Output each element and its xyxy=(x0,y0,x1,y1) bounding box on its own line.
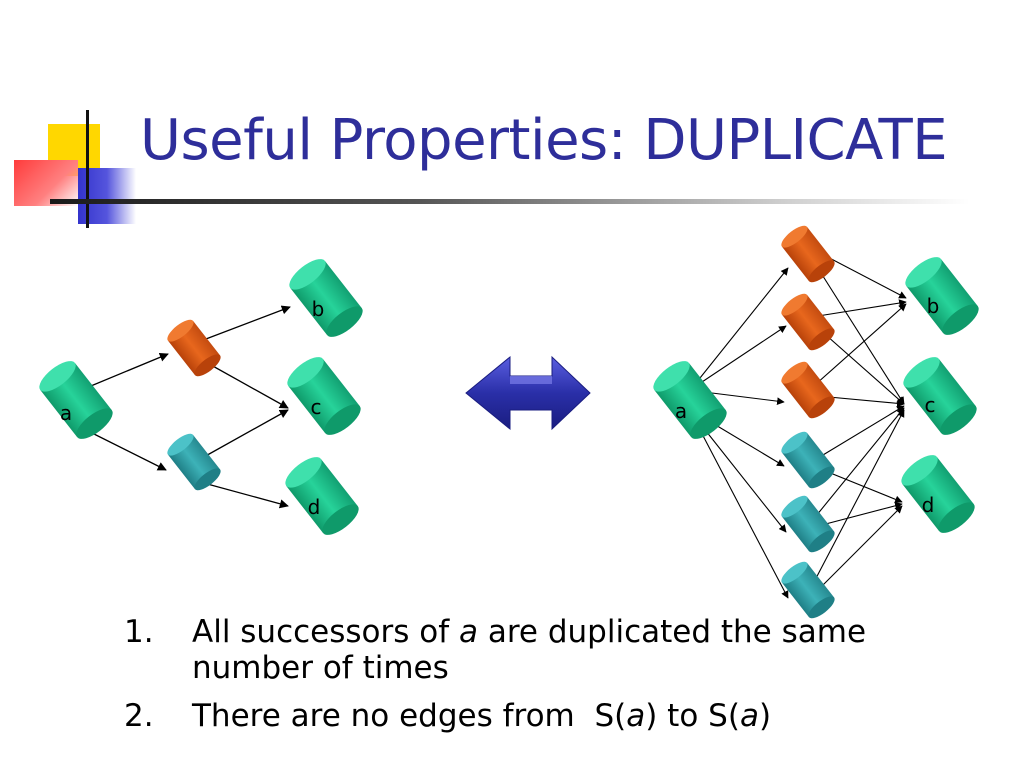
list-item-text-post: ) xyxy=(758,698,772,734)
edge-left-orange-c xyxy=(201,359,289,409)
edge-left-teal-c xyxy=(201,409,289,459)
right-node-c xyxy=(903,357,977,435)
edge-right-t3-d xyxy=(817,505,903,591)
right-node-d-label: d xyxy=(922,493,935,517)
right-node-d xyxy=(901,455,975,533)
list-item-text-italic-2: a xyxy=(739,698,759,734)
properties-list: 1. All successors of a are duplicated th… xyxy=(124,614,912,746)
right-node-c-label: c xyxy=(925,393,936,417)
right-node-a xyxy=(653,361,727,439)
list-item: 1. All successors of a are duplicated th… xyxy=(124,614,912,686)
right-node-orange-1 xyxy=(781,225,835,283)
edge-right-a-t3 xyxy=(699,429,789,599)
edge-left-a-teal xyxy=(85,429,167,471)
left-edges xyxy=(85,305,291,509)
right-node-teal-2 xyxy=(781,495,835,553)
edge-left-orange-b xyxy=(197,305,291,343)
list-item-text-italic: a xyxy=(459,614,478,650)
list-item-text-mid: ) to S( xyxy=(645,698,740,734)
title-underline xyxy=(50,199,970,204)
left-node-b xyxy=(289,259,363,337)
edge-right-o3-b xyxy=(815,303,907,385)
left-node-a xyxy=(39,361,113,439)
edge-right-o2-c xyxy=(817,327,905,405)
left-node-teal xyxy=(167,433,221,491)
edge-right-t1-c xyxy=(817,405,905,459)
left-node-d xyxy=(285,457,359,535)
left-node-d-label: d xyxy=(308,495,321,519)
edge-right-o2-b xyxy=(817,299,907,317)
left-node-a-label: a xyxy=(60,401,72,425)
right-node-teal-3 xyxy=(781,561,835,619)
edge-right-a-o1 xyxy=(699,267,789,379)
right-node-b xyxy=(905,257,979,335)
deco-red-square xyxy=(14,160,78,206)
right-node-b-label: b xyxy=(927,294,940,318)
right-node-orange-3 xyxy=(781,361,835,419)
edge-right-a-o2 xyxy=(701,325,787,383)
list-item-text-pre: There are no edges from S( xyxy=(192,698,627,734)
edge-right-t2-d xyxy=(817,502,903,527)
list-item: 2. There are no edges from S(a) to S(a) xyxy=(124,698,912,734)
edge-right-t3-c xyxy=(813,409,905,583)
list-item-number: 2. xyxy=(124,698,154,734)
slide-title: Useful Properties: DUPLICATE xyxy=(140,108,948,173)
list-item-text-pre: All successors of xyxy=(192,614,459,650)
double-arrow-icon xyxy=(465,355,591,431)
right-edges xyxy=(699,251,907,599)
edge-right-a-t2 xyxy=(701,425,787,533)
edge-right-a-o3 xyxy=(703,391,785,405)
right-node-orange-2 xyxy=(781,293,835,351)
deco-vertical-line xyxy=(86,110,89,228)
left-node-c xyxy=(287,357,361,435)
right-node-a-label: a xyxy=(675,399,687,423)
list-item-text-post: are duplicated the same number of times xyxy=(192,614,867,686)
edge-right-t2-c xyxy=(815,407,905,517)
left-node-c-label: c xyxy=(311,395,322,419)
list-item-text-italic: a xyxy=(626,698,646,734)
edge-left-teal-d xyxy=(199,481,289,509)
left-node-b-label: b xyxy=(312,297,325,321)
edge-left-a-orange xyxy=(85,352,169,389)
left-node-orange xyxy=(167,319,221,377)
list-item-number: 1. xyxy=(124,614,154,650)
edge-right-o1-c xyxy=(813,261,905,405)
right-node-teal-1 xyxy=(781,431,835,489)
